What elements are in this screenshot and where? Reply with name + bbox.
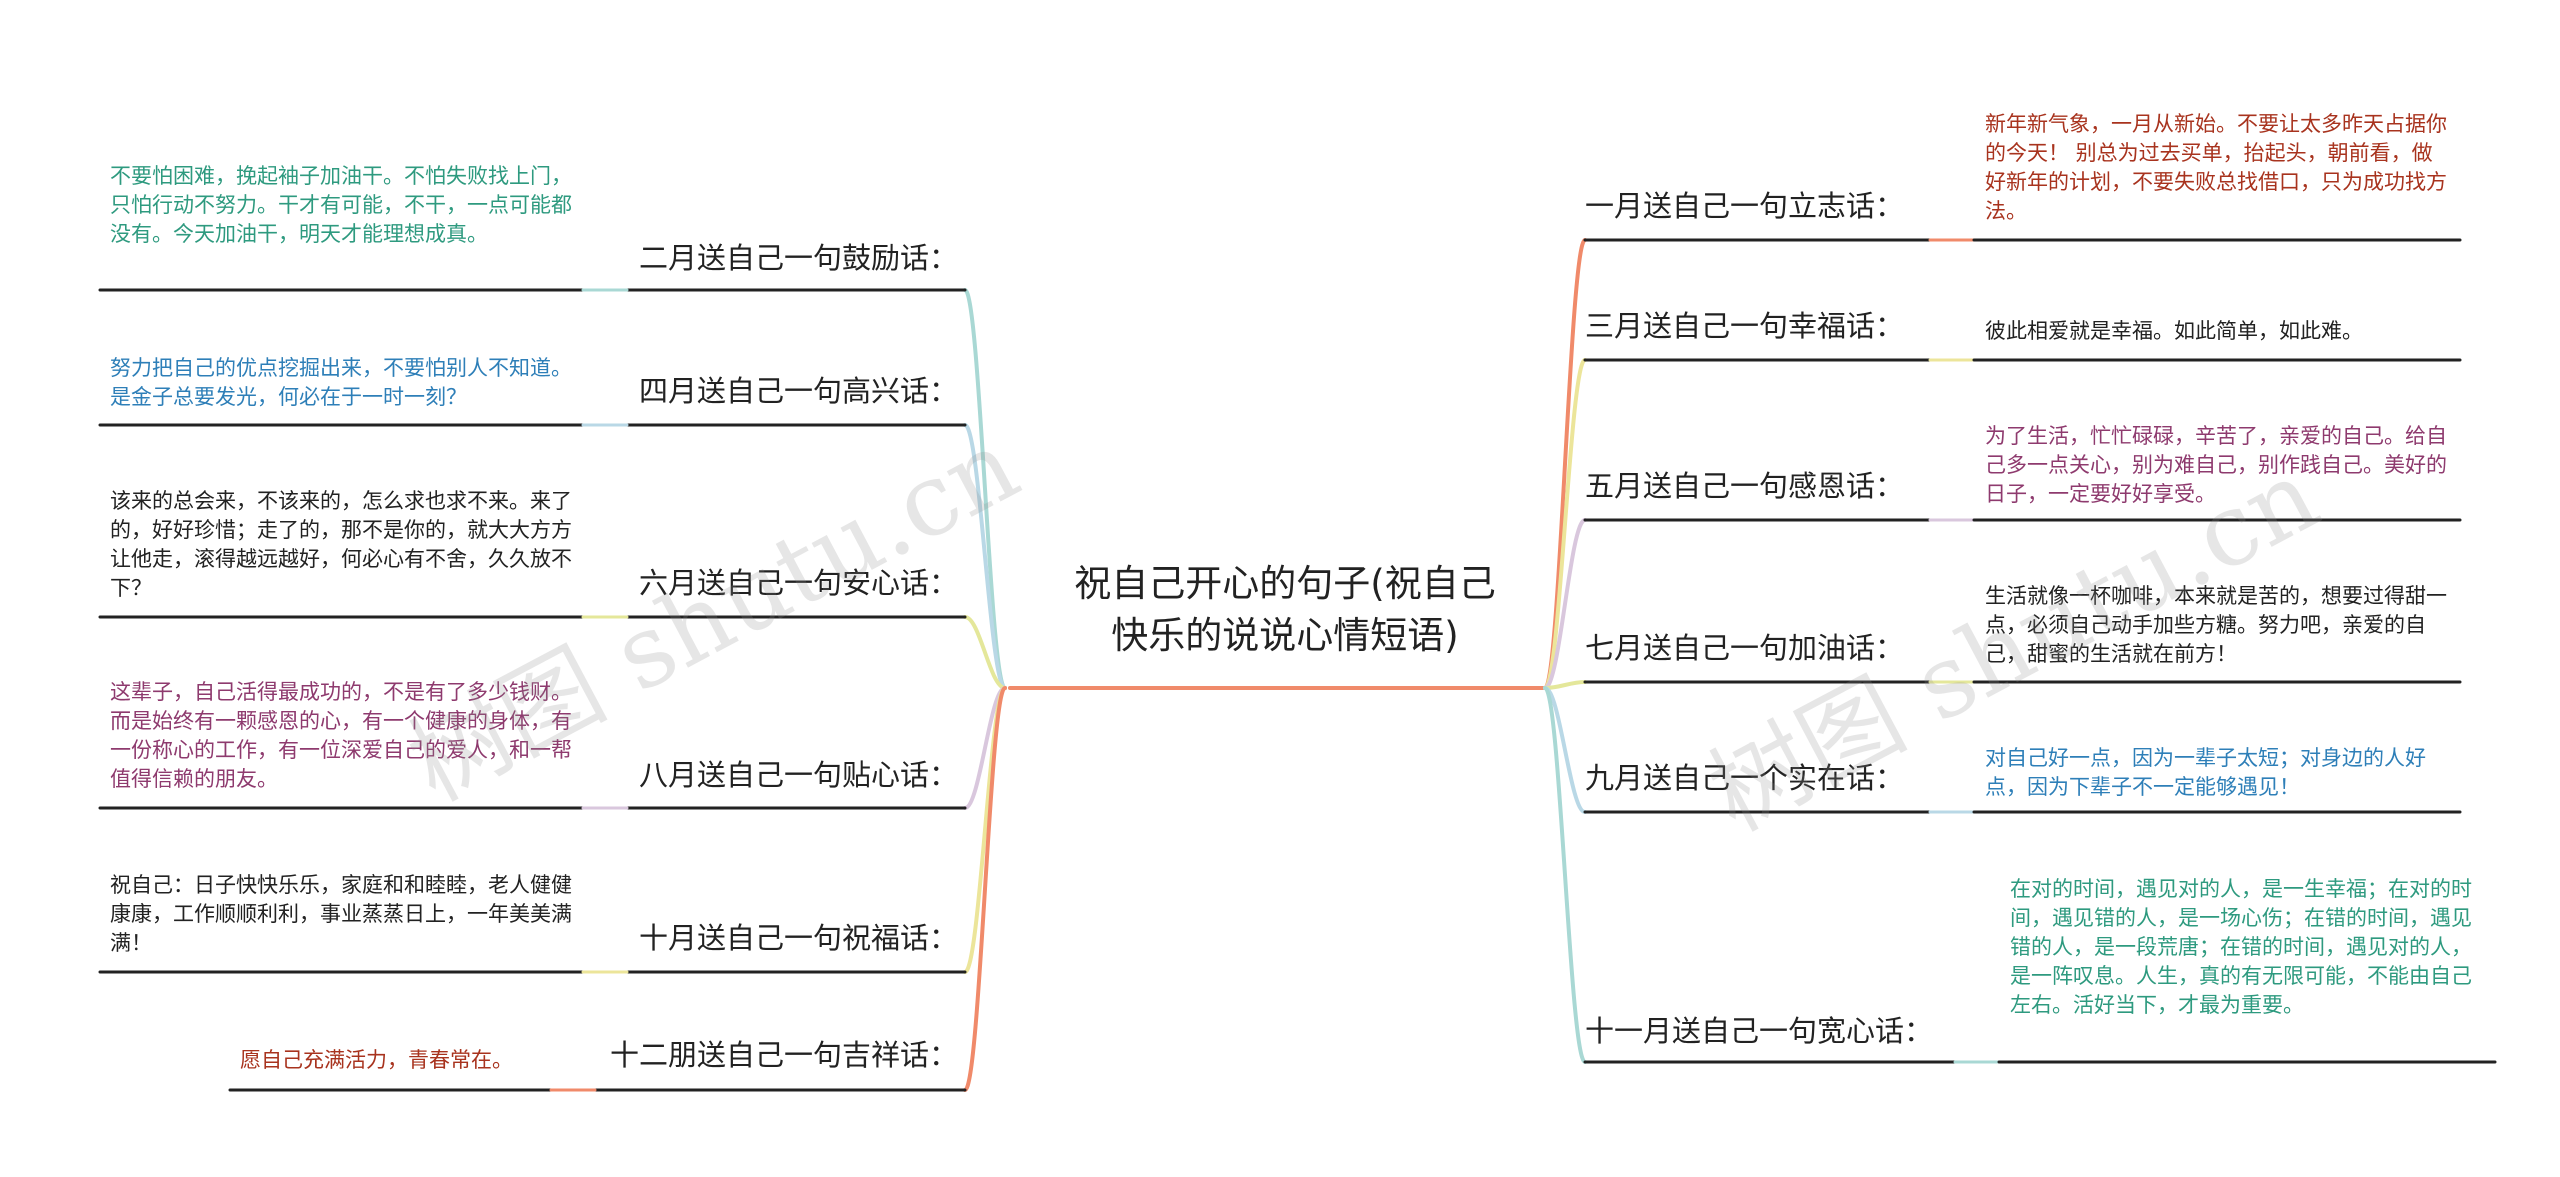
center-title-line1: 祝自己开心的句子(祝自己 [1074,562,1496,605]
branch-connector-apr [963,423,1007,690]
leaf-text-apr: 努力把自己的优点挖掘出来，不要怕别人不知道。是金子总要发光，何必在于一时一刻？ [110,356,572,409]
branch-connector-feb [963,288,1007,690]
branch-label-nov[interactable]: 十一月送自己一句宽心话： [1585,1014,1934,1048]
leaf-text-oct: 祝自己：日子快快乐乐，家庭和和睦睦，老人健健康康，工作顺顺利利，事业蒸蒸日上，一… [110,873,572,955]
branch-label-jun[interactable]: 六月送自己一句安心话： [638,566,958,600]
branch-label-jan[interactable]: 一月送自己一句立志话： [1585,189,1905,223]
leaf-text-mar: 彼此相爱就是幸福。如此简单，如此难。 [1985,319,2363,343]
branch-connector-dec [963,686,1007,1092]
branch-connector-sep [1543,686,1587,814]
branch-label-jul[interactable]: 七月送自己一句加油话： [1585,631,1905,665]
branch-connector-nov [1543,686,1587,1064]
leaf-text-feb: 不要怕困难，挽起袖子加油干。不怕失败找上门，只怕行动不努力。干才有可能，不干，一… [110,164,572,246]
branch-label-may[interactable]: 五月送自己一句感恩话： [1585,469,1905,503]
branch-label-aug[interactable]: 八月送自己一句贴心话： [638,758,958,792]
center-topic[interactable]: 祝自己开心的句子(祝自己 快乐的说说心情短语) [1025,558,1545,662]
branch-label-apr[interactable]: 四月送自己一句高兴话： [638,374,958,408]
leaf-text-aug: 这辈子，自己活得最成功的，不是有了多少钱财。而是始终有一颗感恩的心，有一个健康的… [110,680,572,791]
branch-connector-jun [963,615,1007,690]
leaf-text-sep: 对自己好一点，因为一辈子太短；对身边的人好点，因为下辈子不一定能够遇见！ [1985,746,2426,799]
branch-label-sep[interactable]: 九月送自己一个实在话： [1585,761,1905,795]
branch-label-oct[interactable]: 十月送自己一句祝福话： [638,921,958,955]
branch-connector-may [1543,518,1587,690]
leaf-text-jul: 生活就像一杯咖啡，本来就是苦的，想要过得甜一点，必须自己动手加些方糖。努力吧，亲… [1985,584,2447,666]
leaf-text-dec: 愿自己充满活力，青春常在。 [240,1048,513,1072]
branch-connector-mar [1543,358,1587,690]
leaf-text-jan: 新年新气象，一月从新始。不要让太多昨天占据你的今天！ 别总为过去买单，抬起头，朝… [1985,112,2447,223]
branch-label-dec[interactable]: 十二朋送自己一句吉祥话： [609,1038,958,1072]
branch-connector-oct [963,686,1007,974]
branch-label-feb[interactable]: 二月送自己一句鼓励话： [638,241,958,275]
leaf-text-jun: 该来的总会来，不该来的，怎么求也求不来。来了的，好好珍惜；走了的，那不是你的，就… [110,489,572,600]
branch-label-mar[interactable]: 三月送自己一句幸福话： [1585,309,1905,343]
branch-connector-jan [1543,238,1587,690]
leaf-text-may: 为了生活，忙忙碌碌，辛苦了，亲爱的自己。给自己多一点关心，别为难自己，别作践自己… [1985,424,2447,506]
leaf-text-nov: 在对的时间，遇见对的人，是一生幸福；在对的时间，遇见错的人，是一场心伤；在错的时… [2010,877,2472,1017]
center-title-line2: 快乐的说说心情短语) [1111,614,1459,657]
